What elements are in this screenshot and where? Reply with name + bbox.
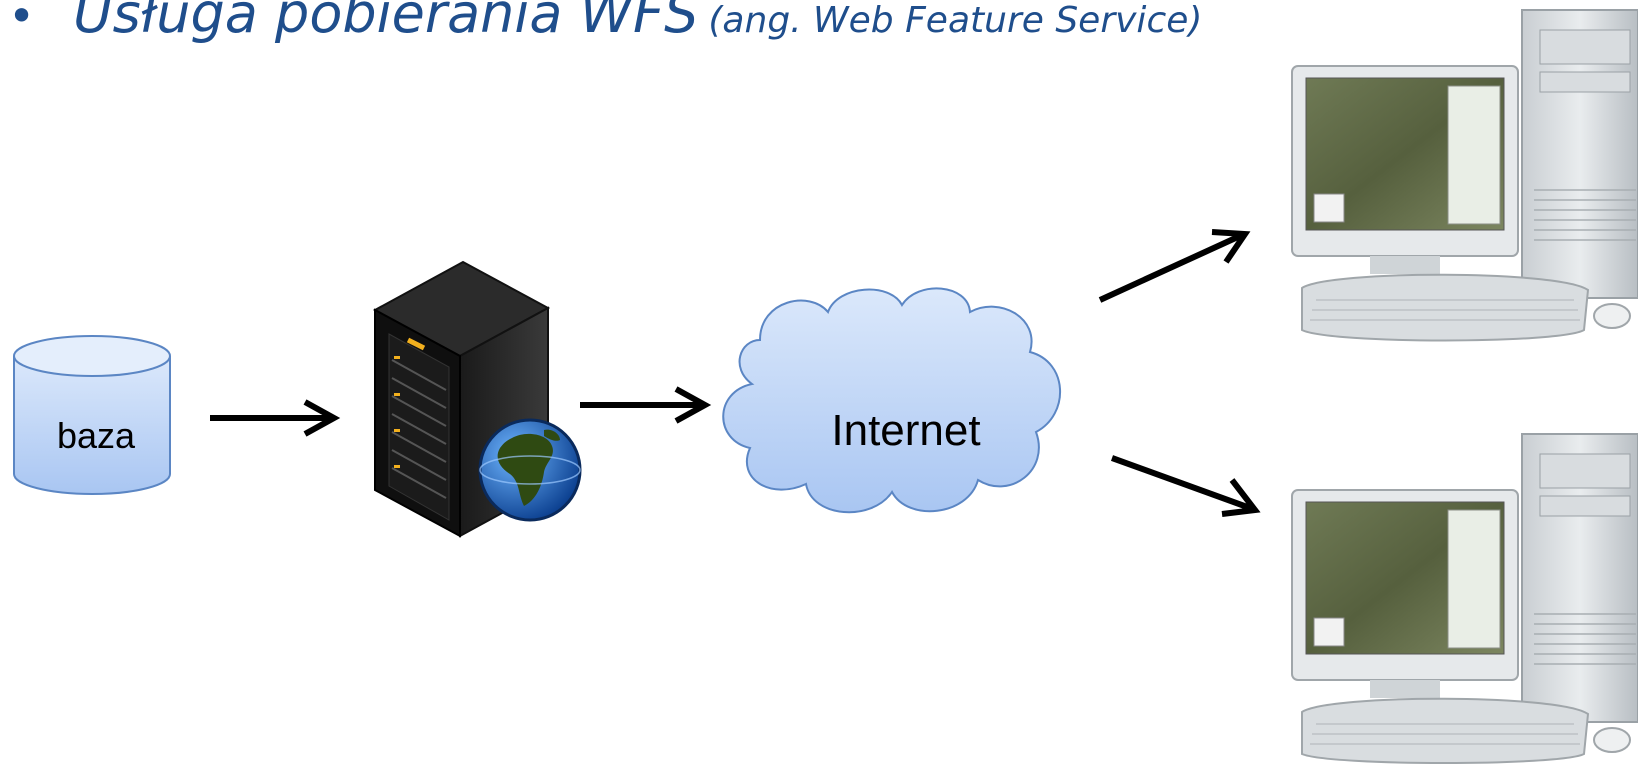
arrow-internet-to-computer-2-head [1221,478,1261,517]
server-icon [372,260,551,538]
cloud-label: Internet [831,406,980,455]
cloud-icon: Internet [722,287,1061,514]
database-label: baza [57,415,136,456]
globe-icon [478,418,582,522]
arrow-internet-to-computer-1 [1098,233,1242,303]
arrow-internet-to-computer-2 [1110,455,1252,511]
heading-subtitle: (ang. Web Feature Service) [708,0,1203,41]
desktop-computer-icon [1291,9,1638,342]
arrow-db-to-server-head [303,399,341,437]
heading-main-text: Usługa pobierania WFS [73,0,699,45]
arrow-internet-to-computer-1-head [1211,229,1251,264]
slide-heading: • Usługa pobierania WFS(ang. Web Feature … [8,0,1202,45]
arrow-server-to-internet-head [674,386,712,424]
bullet-marker: • [8,0,36,43]
database-icon: baza [13,335,171,495]
desktop-computer-icon [1291,433,1638,764]
